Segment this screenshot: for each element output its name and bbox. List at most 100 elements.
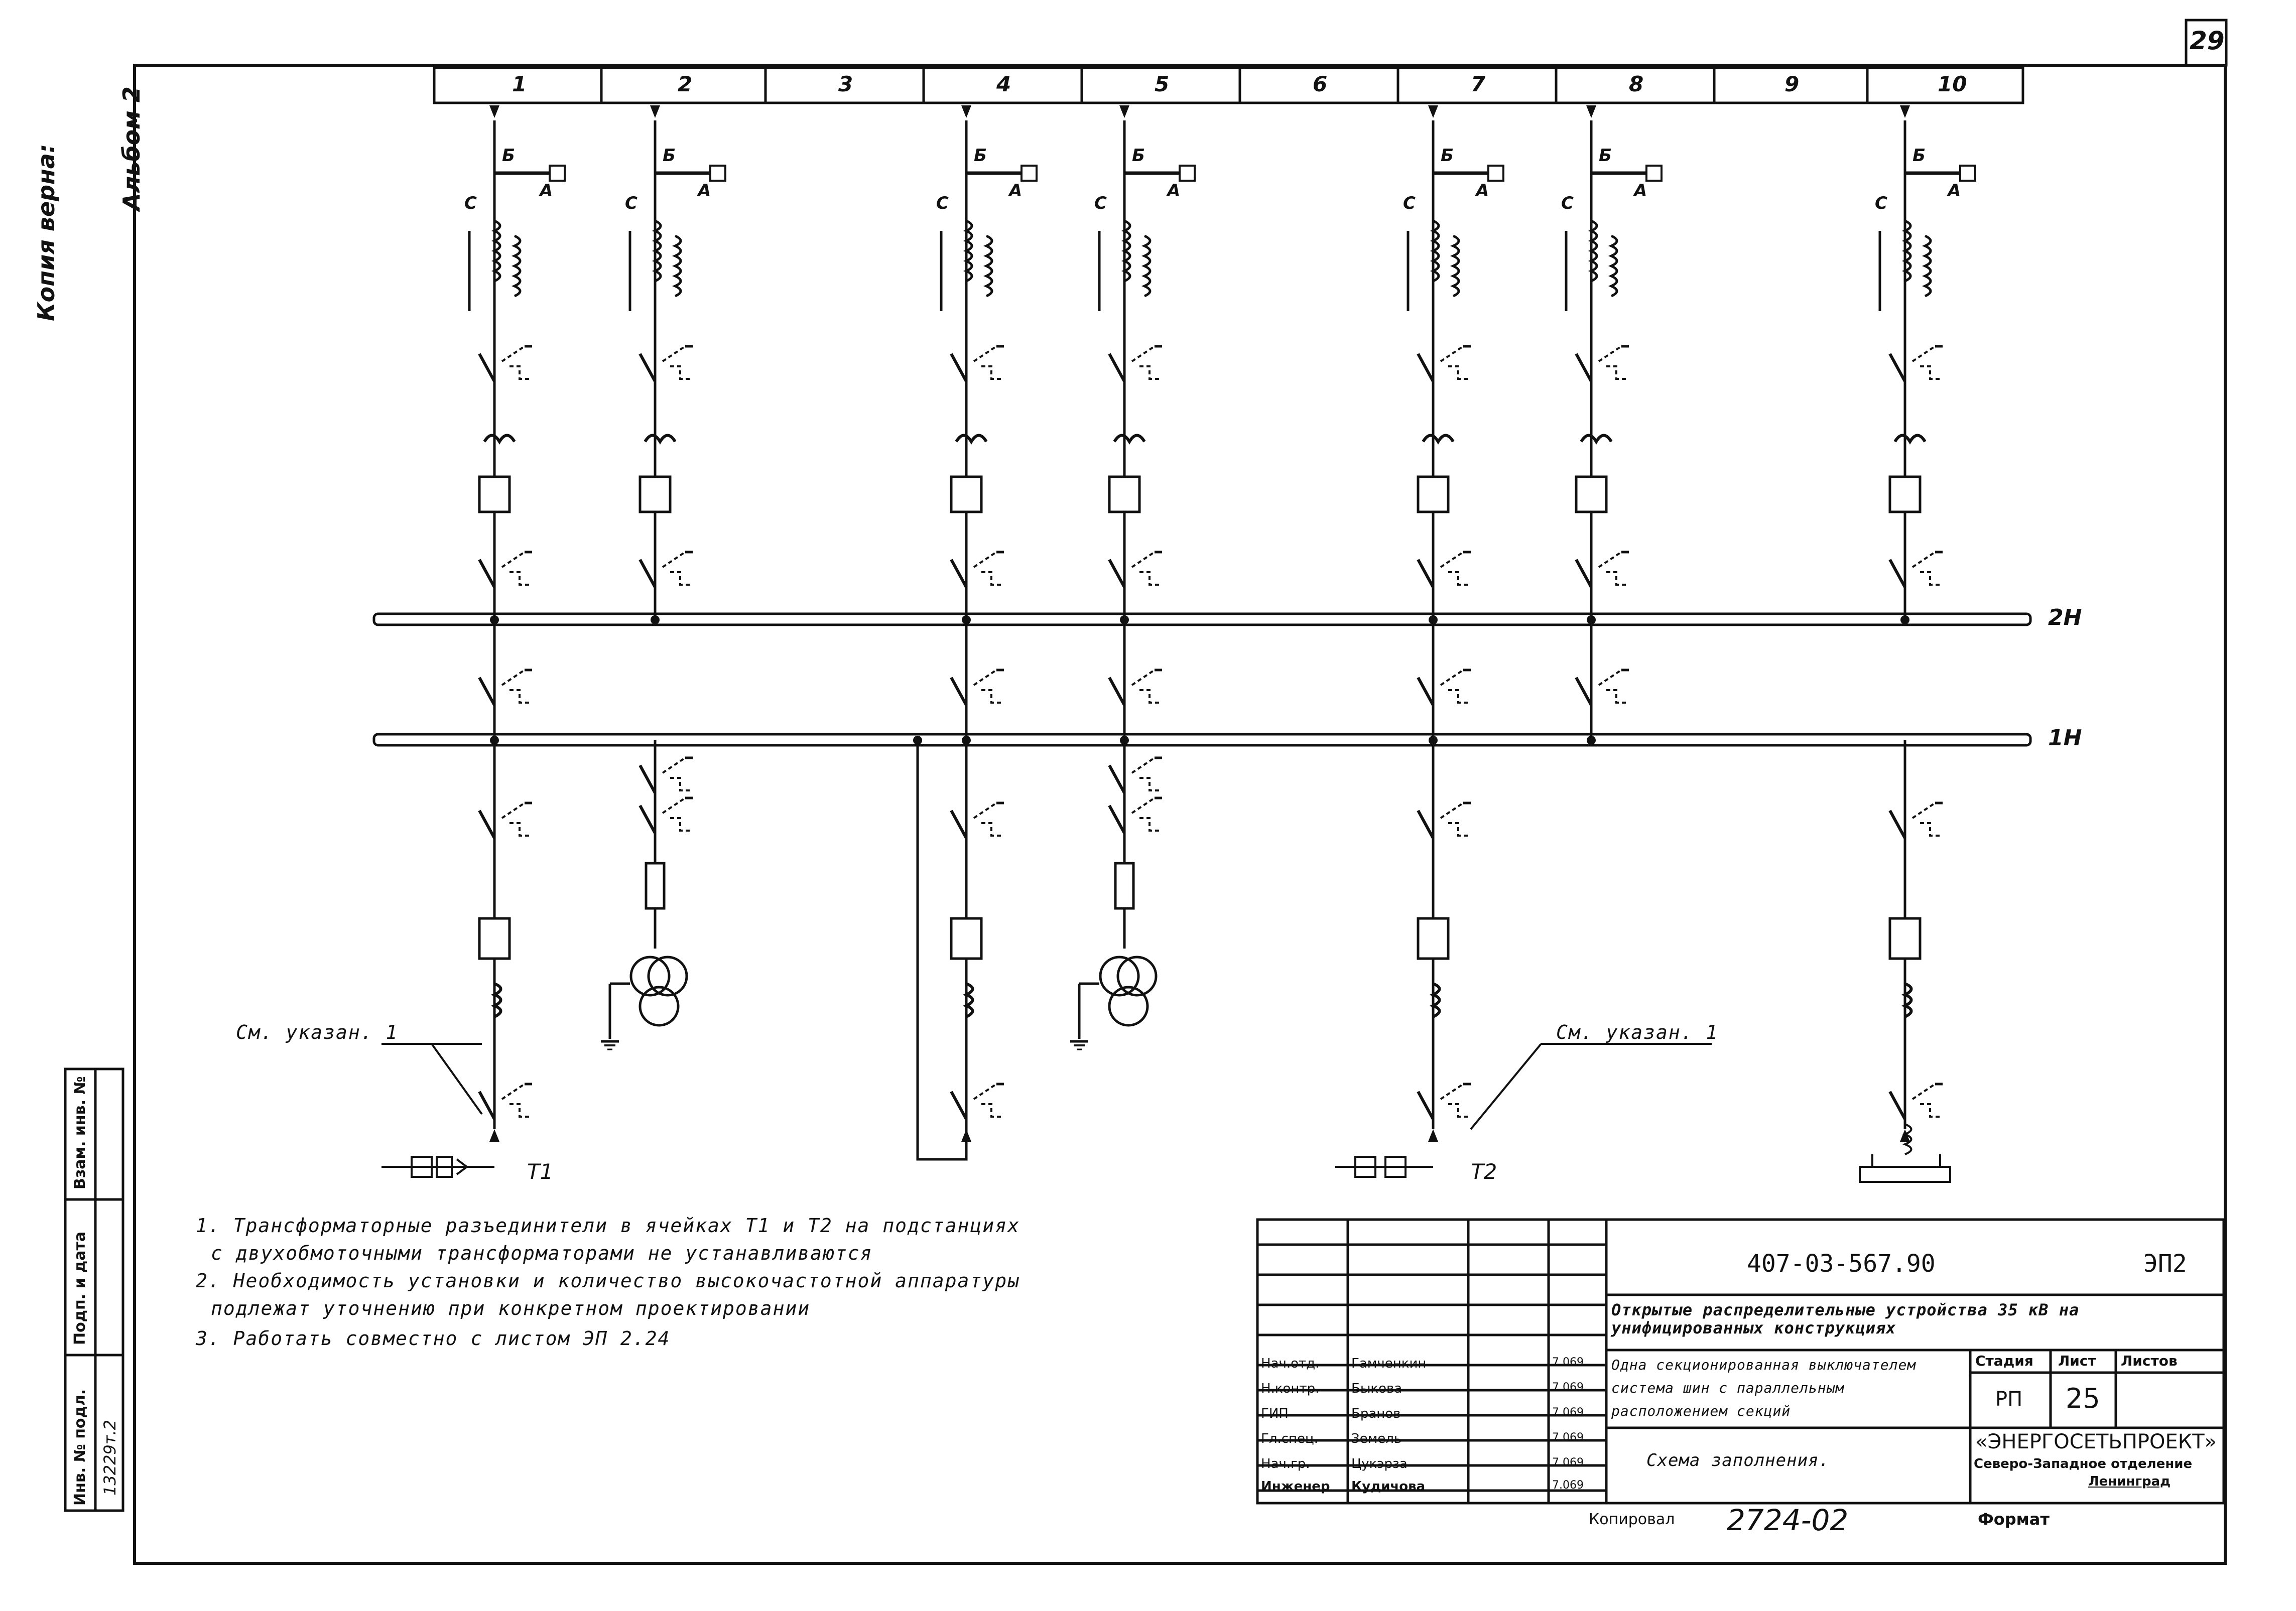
copy-label: Копировал: [1589, 1511, 1675, 1528]
note-line: подлежат уточнению при конкретном проект…: [211, 1297, 811, 1319]
format-label: Формат: [1978, 1510, 2050, 1529]
stamp-inv-number: 13229т.2: [100, 1420, 119, 1496]
feeder-bays: [381, 105, 1975, 1183]
note-line: 3. Работать совместно с листом ЭП 2.24: [196, 1327, 671, 1350]
device-label-a: А: [1634, 181, 1647, 201]
device-label-c: С: [625, 193, 637, 213]
hf-set-bay-10: [1859, 1123, 1951, 1183]
bay-2: [630, 105, 725, 624]
note-line: 1. Трансформаторные разъединители в ячей…: [196, 1215, 1020, 1237]
cell-header-strip: [433, 66, 2024, 104]
drawing-title: Одна секционированная выключателем систе…: [1611, 1357, 1917, 1419]
device-label-b: Б: [663, 146, 676, 166]
cell-number: 3: [838, 72, 853, 96]
device-label-b: Б: [1599, 146, 1612, 166]
role-label: Инженер: [1261, 1479, 1330, 1494]
bay-7: [1408, 105, 1503, 624]
bay-10-lower: [1890, 740, 1943, 1142]
bay-t2-lower: [1418, 740, 1471, 1142]
stamp-label-inv-orig: Инв. № подл.: [71, 1389, 89, 1506]
signer-name: Земель: [1351, 1431, 1402, 1446]
cell-number: 1: [512, 72, 527, 96]
cell-number: 9: [1784, 72, 1800, 96]
bay-t1-lower: [479, 740, 532, 1142]
hf-trap-t1: [381, 1156, 494, 1178]
sheet-value: 25: [2066, 1383, 2100, 1414]
device-label-c: С: [464, 193, 477, 213]
device-label-b: Б: [1441, 146, 1454, 166]
album-label: Альбом 2: [118, 86, 145, 211]
signer-name: Кудичова: [1351, 1479, 1426, 1494]
note-line: 2. Необходимость установки и количество …: [196, 1270, 1020, 1292]
bay-4: [941, 105, 1037, 624]
cell-number: 8: [1629, 72, 1644, 96]
stage-header: Стадия: [1975, 1353, 2033, 1369]
signer-name: Быкова: [1351, 1381, 1402, 1396]
cell-number: 4: [996, 72, 1011, 96]
device-label-b: Б: [1912, 146, 1926, 166]
sign-date: 7.069: [1552, 1479, 1584, 1492]
device-label-c: С: [936, 193, 949, 213]
sign-date: 7.069: [1552, 1456, 1584, 1469]
device-label-b: Б: [502, 146, 515, 166]
bay-4-lower: [951, 740, 1004, 1142]
callout-note: См. указан. 1: [1556, 1021, 1719, 1043]
project-title: Открытые распределительные устройства 35…: [1611, 1300, 2080, 1337]
bus-label-1h: 1Н: [2048, 725, 2082, 751]
bay-8: [1566, 105, 1662, 624]
bus-label-2h: 2Н: [2048, 605, 2082, 630]
signer-name: Бранов: [1351, 1406, 1401, 1421]
left-stamp-table: [64, 1067, 124, 1512]
busbar-1h: [372, 733, 2032, 747]
sign-date: 7.069: [1552, 1406, 1584, 1419]
sign-date: 7.069: [1552, 1431, 1584, 1444]
device-label-b: Б: [1132, 146, 1145, 166]
cell-number: 5: [1155, 72, 1170, 96]
title-block: [1256, 1218, 2225, 1505]
device-label-a: А: [1009, 181, 1023, 201]
transformer-label-t2: Т2: [1471, 1159, 1497, 1184]
bay-10: [1880, 105, 1975, 624]
sheet-code: ЭП2: [2143, 1250, 2187, 1278]
org-city: Ленинград: [2088, 1474, 2171, 1489]
device-label-a: А: [698, 181, 711, 201]
drawing-name: Схема заполнения.: [1646, 1450, 1830, 1470]
hf-trap-t2: [1335, 1156, 1433, 1178]
note-line: с двухобмоточными трансформаторами не ус…: [211, 1242, 873, 1264]
cell-number: 10: [1938, 72, 1967, 96]
role-label: Н.контр.: [1261, 1381, 1320, 1396]
org-branch: Северо-Западное отделение: [1974, 1456, 2193, 1471]
page-number-box: [2185, 19, 2228, 67]
cell-number: 6: [1313, 72, 1328, 96]
device-label-a: А: [1476, 181, 1489, 201]
stamp-label-sign-date: Подп. и дата: [71, 1231, 89, 1345]
busbar-2h: [372, 612, 2032, 626]
drawing-frame: [133, 64, 2227, 1565]
role-label: Гл.спец.: [1261, 1431, 1318, 1446]
device-label-c: С: [1403, 193, 1416, 213]
sign-date: 7.069: [1552, 1381, 1584, 1394]
drawing-code: 407-03-567.90: [1747, 1250, 1936, 1278]
bay-5: [1099, 105, 1195, 624]
role-label: ГИП: [1261, 1406, 1289, 1421]
role-label: Нач.отд.: [1261, 1356, 1320, 1371]
sheets-header: Листов: [2121, 1353, 2178, 1369]
copy-number: 2724-02: [1727, 1503, 1849, 1537]
device-label-a: А: [1167, 181, 1181, 201]
page-number: 29: [2190, 26, 2225, 55]
sheet-header: Лист: [2058, 1353, 2096, 1369]
role-label: Нач.гр.: [1261, 1456, 1310, 1471]
stage-value: РП: [1995, 1388, 2023, 1411]
signer-name: Цукэрза: [1351, 1456, 1408, 1471]
busbars: [372, 612, 2032, 747]
callout-note: См. указан. 1: [236, 1021, 399, 1043]
cell-number: 2: [678, 72, 693, 96]
sign-date: 7.069: [1552, 1356, 1584, 1369]
vt-bay-5: [1070, 740, 1162, 1049]
device-label-a: А: [1948, 181, 1961, 201]
cell-number: 7: [1471, 72, 1486, 96]
device-label-c: С: [1094, 193, 1107, 213]
device-label-b: Б: [974, 146, 987, 166]
device-label-c: С: [1875, 193, 1887, 213]
